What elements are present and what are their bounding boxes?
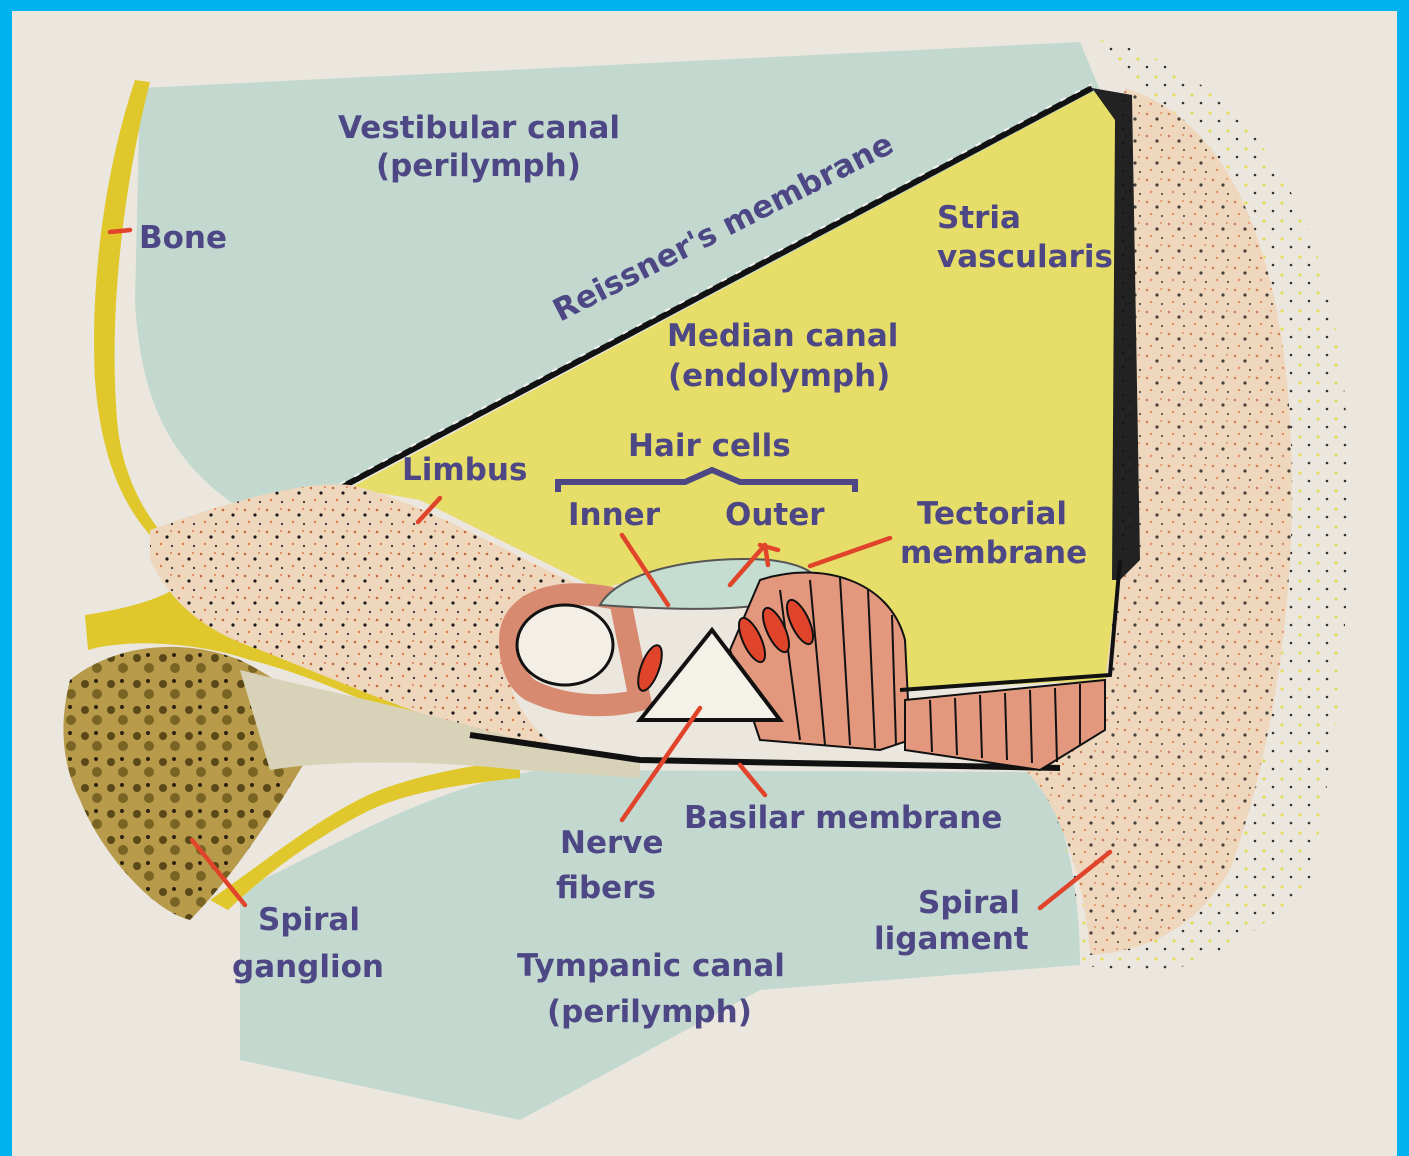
median-canal-fluid-label: (endolymph) [668,358,890,394]
page-border-top [0,0,1409,11]
tectorial-membrane-label-line1: Tectorial [917,496,1067,532]
hair-cells-label: Hair cells [628,428,791,464]
tympanic-canal-fluid-label: (perilymph) [547,994,752,1030]
outer-hair-cells-label: Outer [725,497,825,533]
spiral-ganglion-label-line2: ganglion [232,949,384,985]
stria-vascularis-label-line1: Stria [937,200,1021,236]
stria-vascularis-texture [1116,100,1134,560]
spiral-ligament-label-line1: Spiral [918,885,1020,921]
inner-sulcus [517,605,613,685]
spiral-ligament-label-line2: ligament [874,921,1029,957]
nerve-fibers-label-line2: fibers [556,870,656,906]
basilar-membrane-label: Basilar membrane [684,800,1002,836]
stria-vascularis-label-line2: vascularis [937,239,1113,275]
page-border-left [0,0,12,1156]
vestibular-canal-label: Vestibular canal [338,110,620,146]
median-canal-label: Median canal [667,318,898,354]
nerve-fibers-label-line1: Nerve [560,825,664,861]
bone-label: Bone [139,220,227,256]
page-border-right [1397,0,1409,1156]
inner-hair-cells-label: Inner [568,497,661,533]
tectorial-membrane-label-line2: membrane [900,535,1087,571]
spiral-ganglion-label-line1: Spiral [258,902,360,938]
limbus-label: Limbus [402,452,527,488]
vestibular-canal-fluid-label: (perilymph) [376,148,581,184]
tympanic-canal-label: Tympanic canal [517,948,785,984]
